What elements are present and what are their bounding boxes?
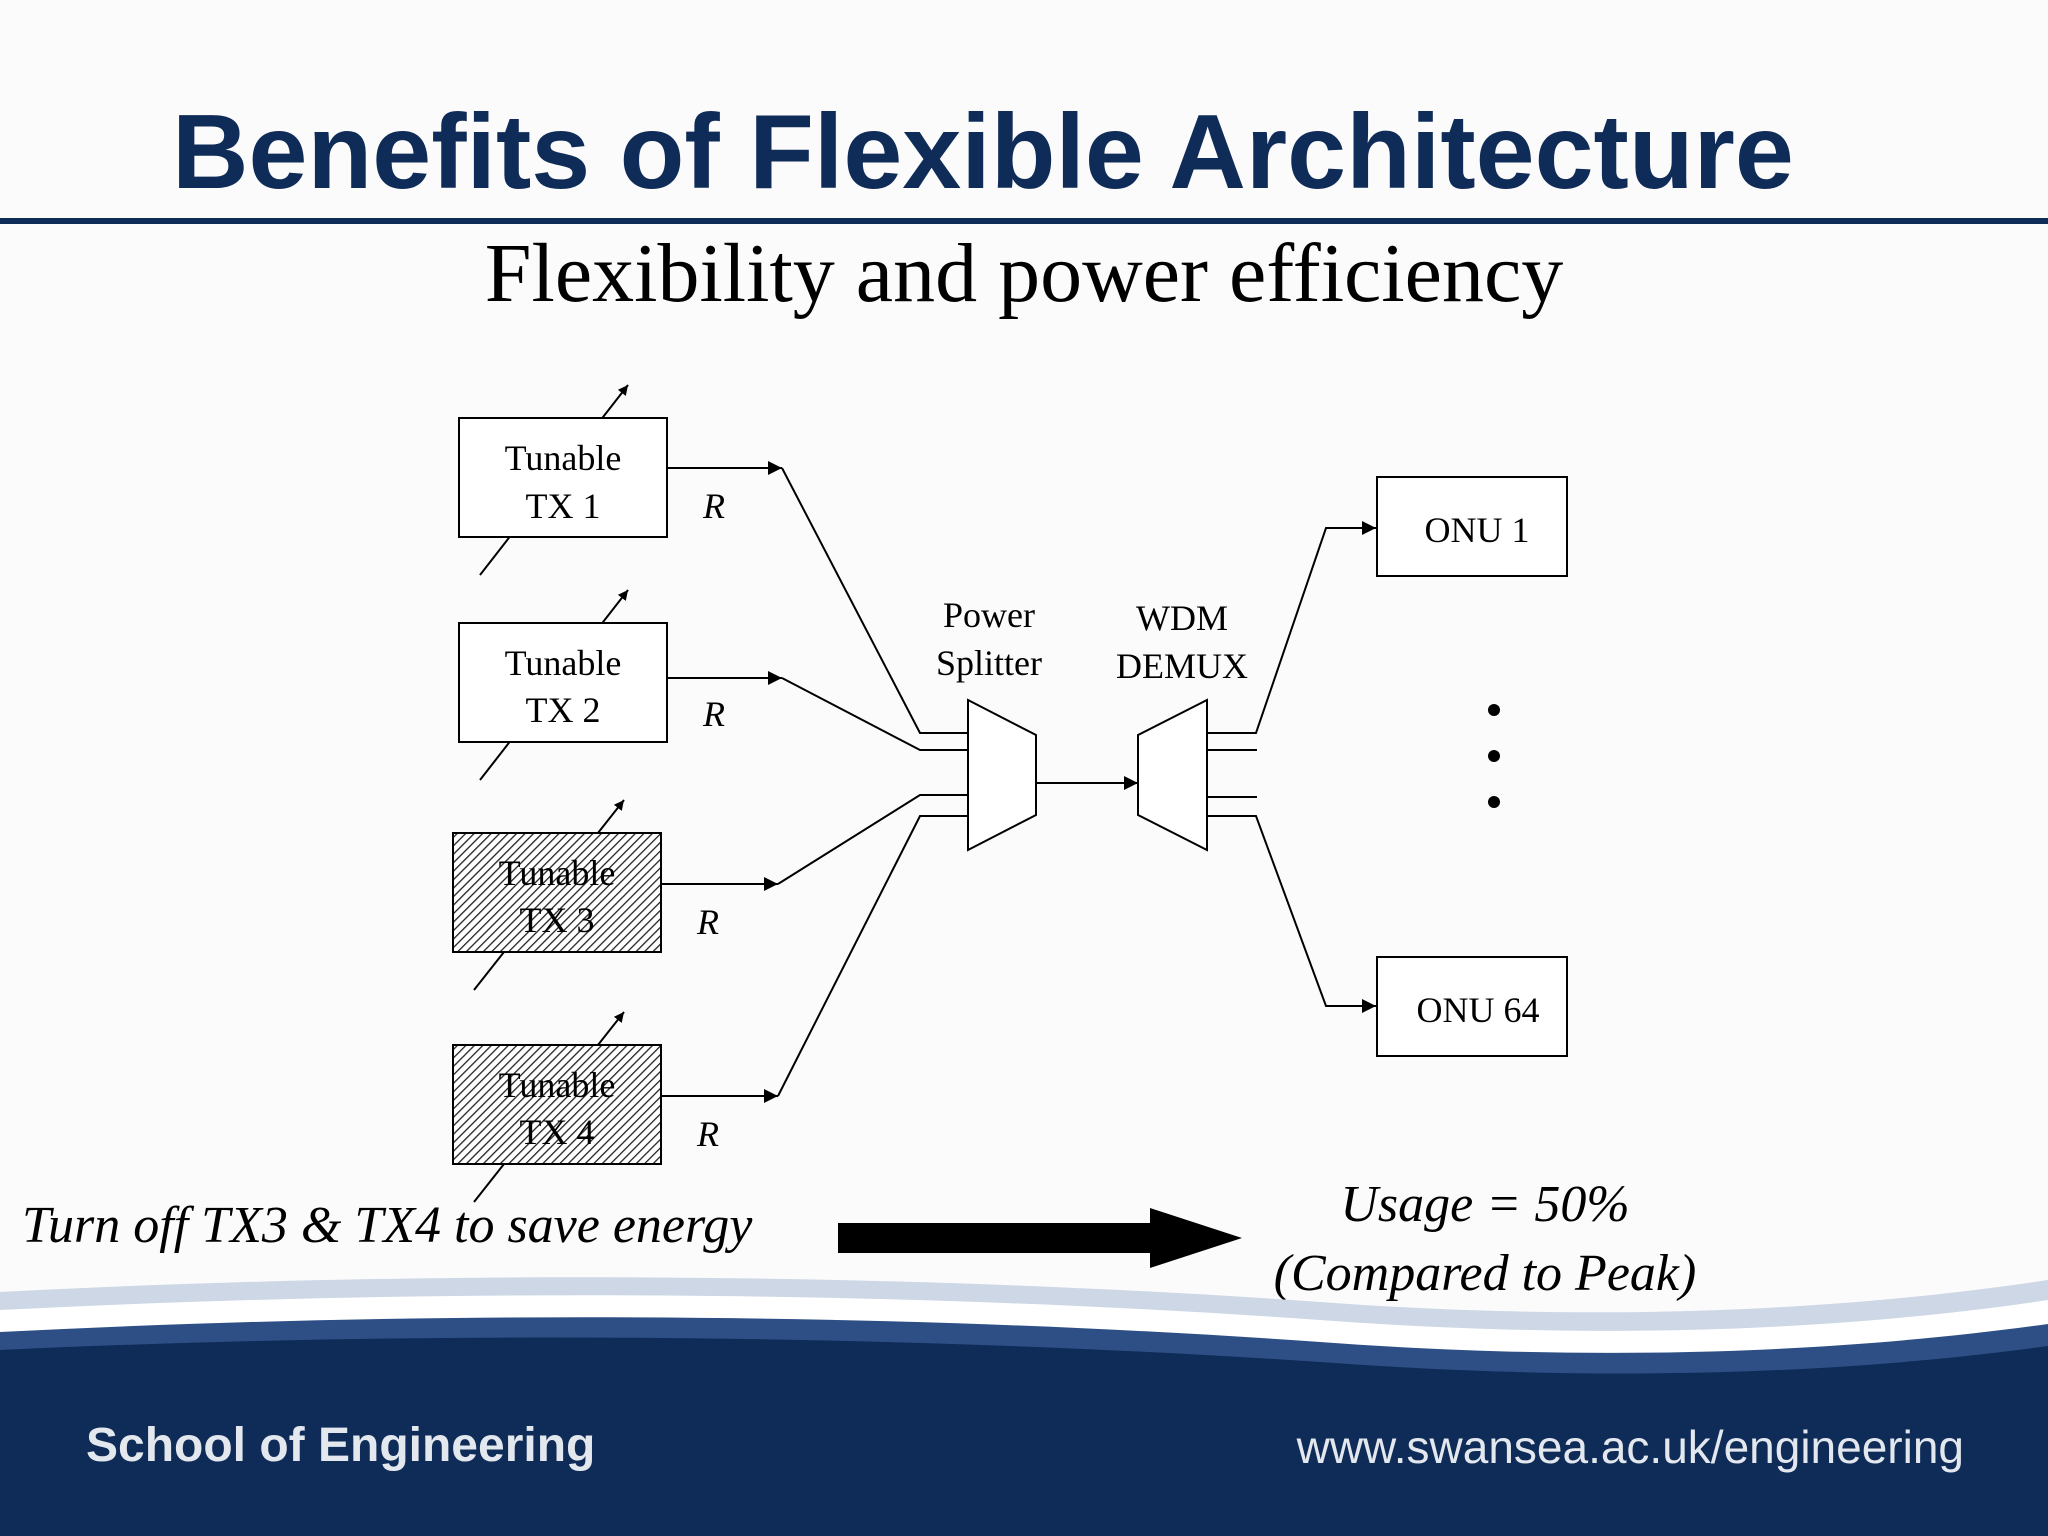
footer-school-name: School of Engineering <box>86 1419 596 1472</box>
turn-off-note: Turn off TX3 & TX4 to save energy <box>22 1197 753 1254</box>
demux-shape <box>1137 698 1208 852</box>
usage-note: Usage = 50% (Compared to Peak) <box>1200 1170 1770 1308</box>
onu-1-box <box>1376 476 1568 577</box>
tx3-label-line1: Tunable <box>499 853 616 893</box>
transmitter-tx1: Tunable TX 1 R <box>458 384 782 576</box>
tx1-box <box>458 417 668 538</box>
wdm-demux: WDM DEMUX <box>1116 598 1248 852</box>
tx1-rate-label: R <box>702 486 725 526</box>
usage-line: Usage = 50% <box>1340 1176 1630 1233</box>
splitter-label-line1: Power <box>943 595 1035 635</box>
tx2-label-line1: Tunable <box>505 643 622 683</box>
ellipsis-dots-icon <box>1488 704 1500 808</box>
slide-title: Benefits of Flexible Architecture <box>172 93 1794 211</box>
tx4-rate-label: R <box>696 1114 719 1154</box>
tx3-box <box>452 832 662 953</box>
slide-subtitle: Flexibility and power efficiency <box>484 227 1564 320</box>
tx2-rate-label: R <box>702 694 725 734</box>
tx2-box <box>458 622 668 743</box>
tx4-box <box>452 1044 662 1165</box>
tx3-label-line2: TX 3 <box>520 900 595 940</box>
title-divider <box>0 218 2048 224</box>
transmitter-tx2: Tunable TX 2 R <box>458 589 782 781</box>
power-splitter: Power Splitter <box>936 595 1042 852</box>
demux-to-onu-fibers <box>1207 521 1376 1013</box>
demux-label-line1: WDM <box>1136 598 1228 638</box>
tx1-label-line2: TX 1 <box>526 486 601 526</box>
tx4-label-line2: TX 4 <box>520 1112 595 1152</box>
onu-64-label: ONU 64 <box>1417 990 1540 1030</box>
demux-label-line2: DEMUX <box>1116 646 1248 686</box>
onu-1-label: ONU 1 <box>1425 510 1530 550</box>
splitter-label-line2: Splitter <box>936 643 1042 683</box>
footer-wave-navy <box>0 1337 2048 1536</box>
onu-64-box <box>1376 956 1568 1057</box>
footer-website-link[interactable]: www.swansea.ac.uk/engineering <box>1296 1421 1964 1473</box>
tx-to-splitter-fibers <box>777 467 968 1097</box>
usage-comparison-line: (Compared to Peak) <box>1273 1245 1697 1303</box>
splitter-shape <box>967 698 1037 852</box>
tx1-label-line1: Tunable <box>505 438 622 478</box>
big-right-arrow-icon <box>838 1208 1242 1268</box>
onu-1: ONU 1 <box>1376 476 1568 577</box>
transmitter-tx3: Tunable TX 3 R <box>452 799 778 991</box>
footer-banner <box>0 1277 2048 1536</box>
tx4-label-line1: Tunable <box>499 1065 616 1105</box>
transmitter-tx4: Tunable TX 4 R <box>452 1011 778 1203</box>
tx3-rate-label: R <box>696 902 719 942</box>
tx2-label-line2: TX 2 <box>526 690 601 730</box>
onu-64: ONU 64 <box>1376 956 1568 1057</box>
